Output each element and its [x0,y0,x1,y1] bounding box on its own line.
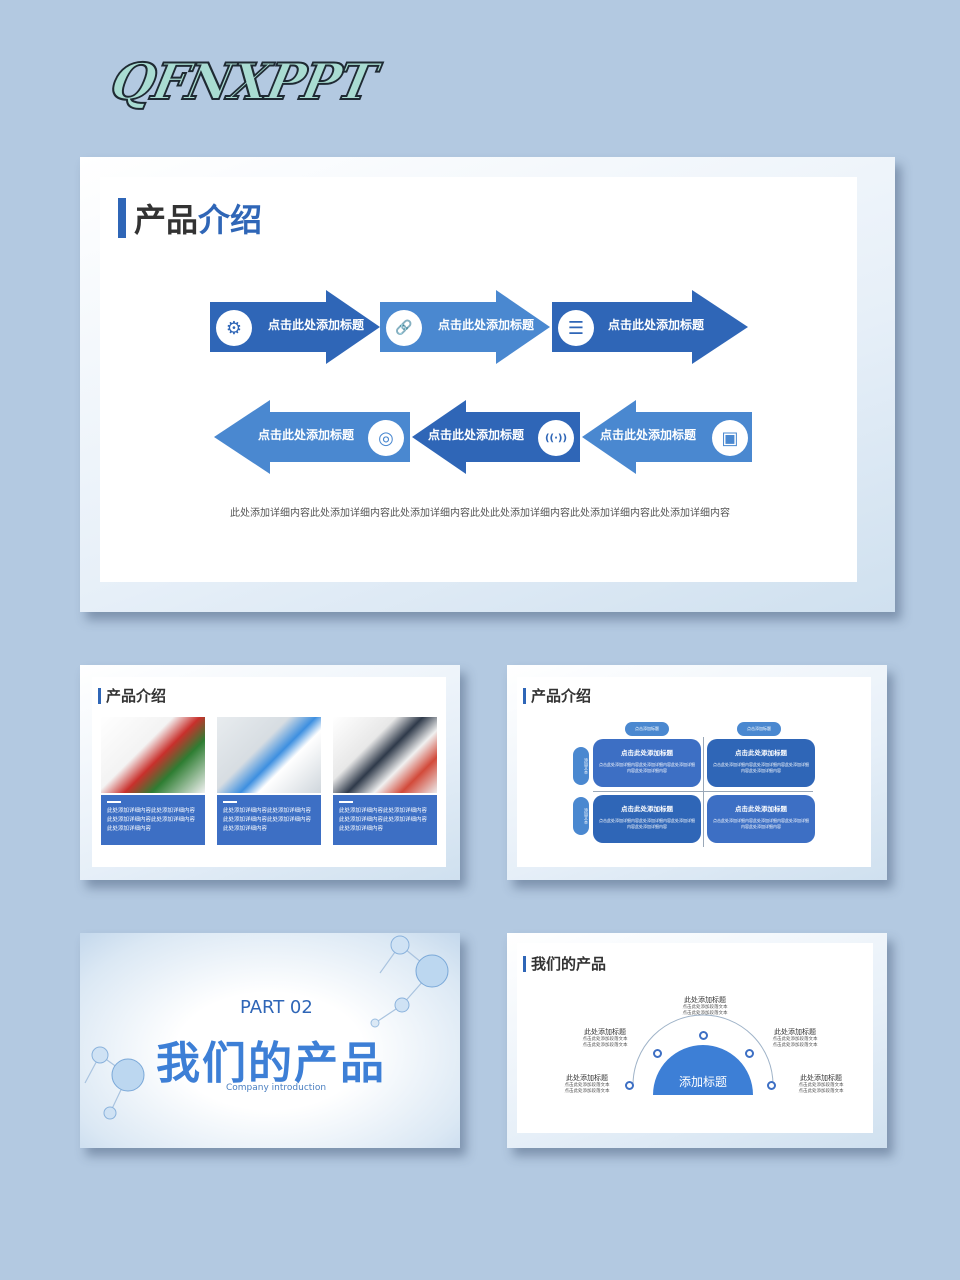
signal-icon: ((·)) [538,420,574,456]
glucose-meter-photo [333,717,437,793]
link-icon: 🔗 [386,310,422,346]
arrow-label: 点击此处添加标题 [258,428,355,442]
arrow-step-4[interactable]: ▣ 点击此处添加标题 [582,400,752,474]
card-description: 此处添加详细内容此处添加详细内容此处添加详细内容此处添加详细内容此处添加详细内容 [101,795,205,845]
quadrant-vertical-axis [703,737,704,847]
product-card[interactable]: 此处添加详细内容此处添加详细内容此处添加详细内容此处添加详细内容此处添加详细内容 [333,717,437,845]
diagram-node [699,1031,708,1040]
arrow-step-3[interactable]: ☰ 点击此处添加标题 [552,290,752,364]
heading-text: 产品介绍 [106,687,167,705]
pills-thermometer-photo [101,717,205,793]
quadrant-box[interactable]: 点击此处添加标题 点击此处添加详细内容此处添加详细内容此处添加详细内容此处添加详… [593,795,701,843]
box-icon: ▣ [712,420,748,456]
section-title: 我们的产品 [156,1038,386,1089]
center-label: 添加标题 [678,1075,727,1089]
product-card[interactable]: 此处添加详细内容此处添加详细内容此处添加详细内容此处添加详细内容此处添加详细内容 [217,717,321,845]
arrow-step-1[interactable]: ⚙ 点击此处添加标题 [210,290,380,364]
gears-icon: ⚙ [216,310,252,346]
slide-section-cover[interactable]: PART 02 我们的产品 Company introduction [80,933,460,1148]
arrow-step-2[interactable]: 🔗 点击此处添加标题 [380,290,550,364]
heading-bar [523,687,526,704]
heading-bar [523,955,526,972]
target-icon: ◎ [368,420,404,456]
arrow-label: 点击此处添加标题 [608,318,705,332]
quadrant-side-tag: 添加文本 [573,747,589,785]
arrow-label: 点击此处添加标题 [438,318,535,332]
quadrant-side-tag: 添加文本 [573,797,589,835]
slide-product-intro-quadrant[interactable]: 产品介绍 点击添加标题 点击添加标题 添加文本 添加文本 点击此处添加标题 点击… [507,665,887,880]
heading-accent: 介绍 [198,201,263,239]
section-subtitle: Company introduction [226,1083,327,1093]
slide-product-intro-cards[interactable]: 产品介绍 此处添加详细内容此处添加详细内容此处添加详细内容此处添加详细内容此处添… [80,665,460,880]
slide-heading: 产品介绍 [523,685,591,706]
database-icon: ☰ [558,310,594,346]
slide-description: 此处添加详细内容此处添加详细内容此处添加详细内容此处此处添加详细内容此处添加详细… [230,508,730,519]
slide-heading: 产品介绍 [118,195,262,241]
quadrant-box[interactable]: 点击此处添加标题 点击此处添加详细内容此处添加详细内容此处添加详细内容此处添加详… [593,739,701,787]
arrow-step-6[interactable]: ◎ 点击此处添加标题 [214,400,410,474]
arrow-label: 点击此处添加标题 [268,318,365,332]
diagram-node [653,1049,662,1058]
quadrant-top-tag: 点击添加标题 [625,722,669,736]
quadrant-box[interactable]: 点击此处添加标题 点击此处添加详细内容此处添加详细内容此处添加详细内容此处添加详… [707,795,815,843]
slide-our-products[interactable]: 我们的产品 添加标题 此处添加标题 点击此处添加段落文本 点击此处添加段落文本 … [507,933,887,1148]
molecule-decoration [84,935,449,1120]
quadrant-top-tag: 点击添加标题 [737,722,781,736]
diagram-node [767,1081,776,1090]
slide-heading: 产品介绍 [98,685,166,706]
heading-text: 产品介绍 [531,687,592,705]
slide-heading: 我们的产品 [523,953,606,974]
heading-bar [98,687,101,704]
section-part-label: PART 02 [240,997,313,1018]
capsules-glass-photo [217,717,321,793]
heading-text: 我们的产品 [531,955,607,973]
slide-product-intro-arrows[interactable]: 产品介绍 ⚙ 点击此处添加标题 🔗 点击此处添加标题 ☰ 点击此处添加标题 ◎ … [80,157,895,612]
arrow-step-5[interactable]: ((·)) 点击此处添加标题 [412,400,580,474]
quadrant-box[interactable]: 点击此处添加标题 点击此处添加详细内容此处添加详细内容此处添加详细内容此处添加详… [707,739,815,787]
heading-text: 产品 [134,201,199,239]
semicircle-diagram [632,1014,774,1095]
diagram-node [745,1049,754,1058]
diagram-node [625,1081,634,1090]
brand-logo: QFNXPPT [105,51,381,112]
heading-bar [118,198,126,238]
card-description: 此处添加详细内容此处添加详细内容此处添加详细内容此处添加详细内容此处添加详细内容 [217,795,321,845]
card-description: 此处添加详细内容此处添加详细内容此处添加详细内容此处添加详细内容此处添加详细内容 [333,795,437,845]
arrow-label: 点击此处添加标题 [600,428,697,442]
arrow-label: 点击此处添加标题 [428,428,525,442]
product-card[interactable]: 此处添加详细内容此处添加详细内容此处添加详细内容此处添加详细内容此处添加详细内容 [101,717,205,845]
